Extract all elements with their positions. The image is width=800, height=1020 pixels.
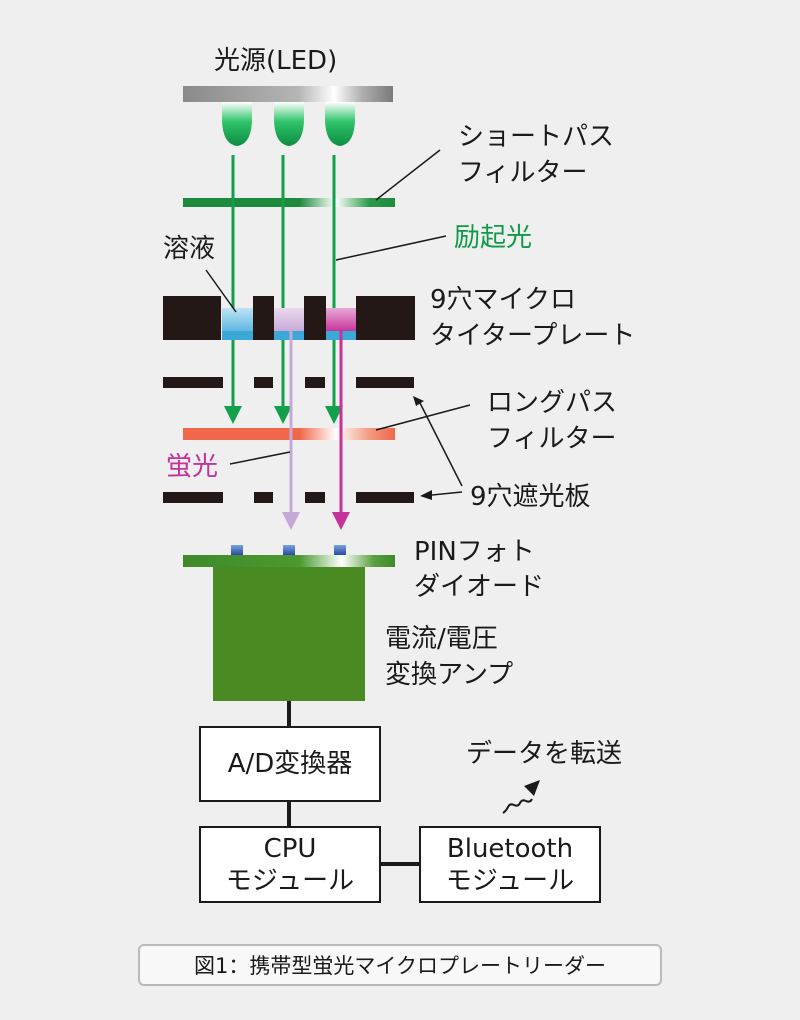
fluorescence-arrows	[282, 330, 350, 530]
adc-label: A/D変換器	[227, 749, 353, 779]
cpu-label-1: CPU	[263, 833, 317, 864]
data-transfer-label: データを転送	[466, 739, 623, 769]
long-pass-filter-label-1: ロングパス	[487, 388, 618, 418]
shield-pointer-arrows	[413, 396, 463, 500]
short-pass-filter	[183, 198, 395, 207]
fluorescence-leader	[229, 451, 291, 465]
solution-label: 溶液	[163, 234, 216, 264]
solution-leader	[205, 269, 237, 313]
led-3	[325, 102, 355, 146]
shield-plate-lower	[163, 492, 414, 503]
cpu-label-2: モジュール	[225, 865, 355, 896]
microtiter-plate-label-1: 9穴マイクロ	[430, 285, 577, 315]
microtiter-plate-label-2: タイタープレート	[430, 321, 636, 351]
amplifier-block	[213, 567, 365, 701]
adc-box: A/D変換器	[199, 726, 381, 802]
photodiodes	[231, 545, 346, 555]
shield-plate-label: 9穴遮光板	[470, 482, 591, 512]
led-2	[274, 102, 304, 146]
bluetooth-label-2: モジュール	[445, 865, 575, 896]
photodiode-board	[183, 555, 395, 567]
excitation-arrows	[224, 155, 343, 424]
microtiter-plate	[163, 296, 415, 340]
photodiode-label-2: ダイオード	[414, 572, 545, 602]
photodiode-label-1: PINフォト	[414, 537, 535, 567]
wells	[222, 308, 356, 340]
amplifier-label-2: 変換アンプ	[385, 660, 514, 690]
light-source-label: 光源(LED)	[214, 46, 338, 76]
fluorescence-label: 蛍光	[166, 452, 219, 482]
excitation-light-label: 励起光	[454, 223, 533, 253]
bluetooth-module-box: Bluetooth モジュール	[419, 826, 601, 903]
shield-plate-upper	[163, 377, 414, 388]
led-bar	[183, 86, 393, 102]
short-pass-leader	[375, 149, 441, 201]
figure-caption-text: 図1：携帯型蛍光マイクロプレートリーダー	[194, 954, 606, 978]
cpu-module-box: CPU モジュール	[199, 826, 381, 903]
amplifier-label-1: 電流/電圧	[385, 624, 498, 654]
long-pass-leader	[375, 404, 471, 431]
long-pass-filter	[183, 428, 395, 440]
bluetooth-label-1: Bluetooth	[446, 833, 574, 864]
long-pass-filter-label-2: フィルター	[487, 424, 617, 454]
figure-caption: 図1：携帯型蛍光マイクロプレートリーダー	[138, 944, 662, 986]
led-1	[222, 102, 252, 146]
wireless-signal-icon	[502, 780, 540, 814]
short-pass-filter-label-1: ショートパス	[458, 122, 615, 152]
excitation-leader	[335, 235, 447, 261]
connection-lines	[287, 701, 419, 866]
short-pass-filter-label-2: フィルター	[458, 158, 588, 188]
